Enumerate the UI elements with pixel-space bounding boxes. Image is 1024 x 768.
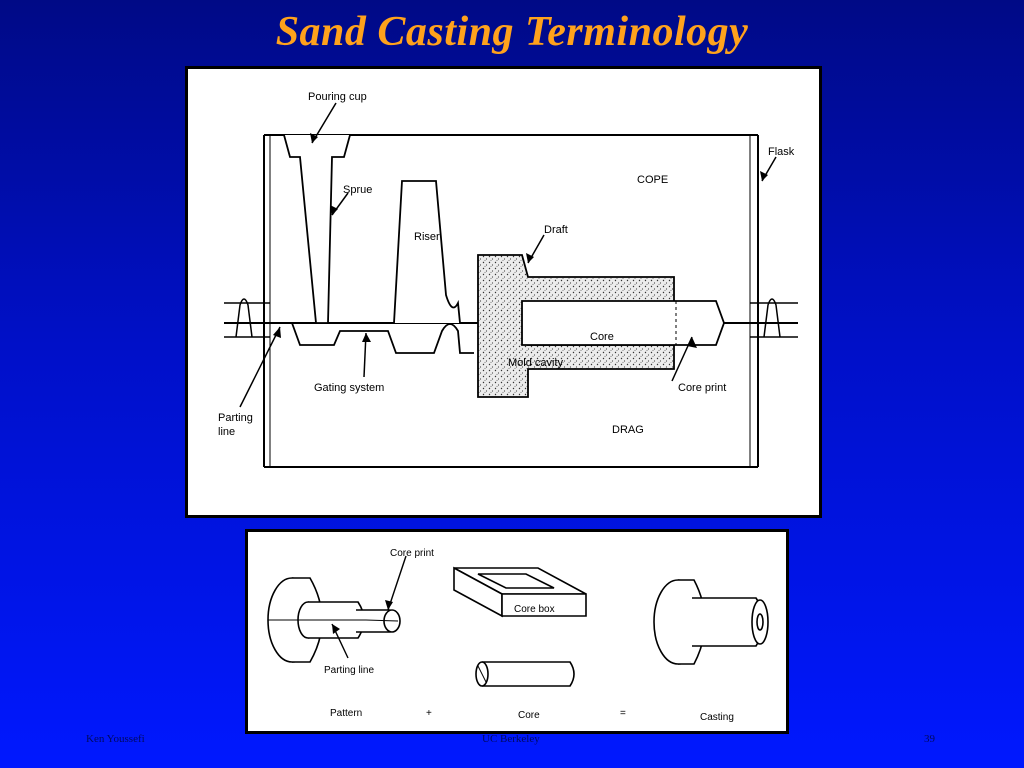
pattern-diagram: Core print Core box Parting line Pattern… bbox=[267, 548, 769, 723]
pattern-arrow-heads bbox=[332, 600, 393, 634]
label-parting-line-1: Parting bbox=[218, 412, 253, 424]
label-mold-cavity: Mold cavity bbox=[508, 357, 564, 369]
label-casting: Casting bbox=[700, 712, 734, 723]
label-core-box: Core box bbox=[514, 604, 555, 615]
label-sprue: Sprue bbox=[343, 184, 372, 196]
label-parting-line-2: line bbox=[218, 426, 235, 438]
label-core-small: Core bbox=[518, 710, 540, 721]
core-shape bbox=[521, 300, 725, 346]
label-parting-line-small: Parting line bbox=[324, 665, 374, 676]
flask-box bbox=[263, 134, 759, 468]
footer-institution: UC Berkeley bbox=[482, 733, 540, 745]
pattern-diagram-panel: Core print Core box Parting line Pattern… bbox=[245, 529, 789, 734]
flask-pins bbox=[224, 298, 798, 338]
label-flask: Flask bbox=[768, 146, 795, 158]
label-core-print: Core print bbox=[678, 382, 726, 394]
mold-diagram-panel: Pouring cup Flask COPE Sprue Riser Draft… bbox=[185, 66, 822, 518]
label-pouring-cup: Pouring cup bbox=[308, 91, 367, 103]
label-pattern: Pattern bbox=[330, 708, 362, 719]
core-shape-small bbox=[475, 661, 575, 687]
label-core: Core bbox=[590, 331, 614, 343]
label-draft: Draft bbox=[544, 224, 568, 236]
mold-diagram: Pouring cup Flask COPE Sprue Riser Draft… bbox=[218, 91, 798, 468]
label-core-print-small: Core print bbox=[390, 548, 434, 559]
riser-shape bbox=[393, 180, 461, 324]
arrow-heads bbox=[273, 133, 768, 348]
label-riser: Riser bbox=[414, 231, 440, 243]
label-plus: + bbox=[426, 708, 432, 719]
slide-title: Sand Casting Terminology bbox=[275, 9, 749, 55]
footer-author: Ken Youssefi bbox=[86, 733, 145, 745]
casting-shape bbox=[653, 579, 769, 665]
label-cope: COPE bbox=[637, 174, 668, 186]
gating-system-shape bbox=[291, 322, 474, 354]
label-equals: = bbox=[620, 708, 626, 719]
label-gating-system: Gating system bbox=[314, 382, 384, 394]
footer-page-number: 39 bbox=[924, 733, 935, 745]
pattern-shape bbox=[267, 577, 401, 663]
core-box-shape bbox=[453, 566, 587, 618]
label-drag: DRAG bbox=[612, 424, 644, 436]
sprue-shape bbox=[283, 134, 351, 324]
